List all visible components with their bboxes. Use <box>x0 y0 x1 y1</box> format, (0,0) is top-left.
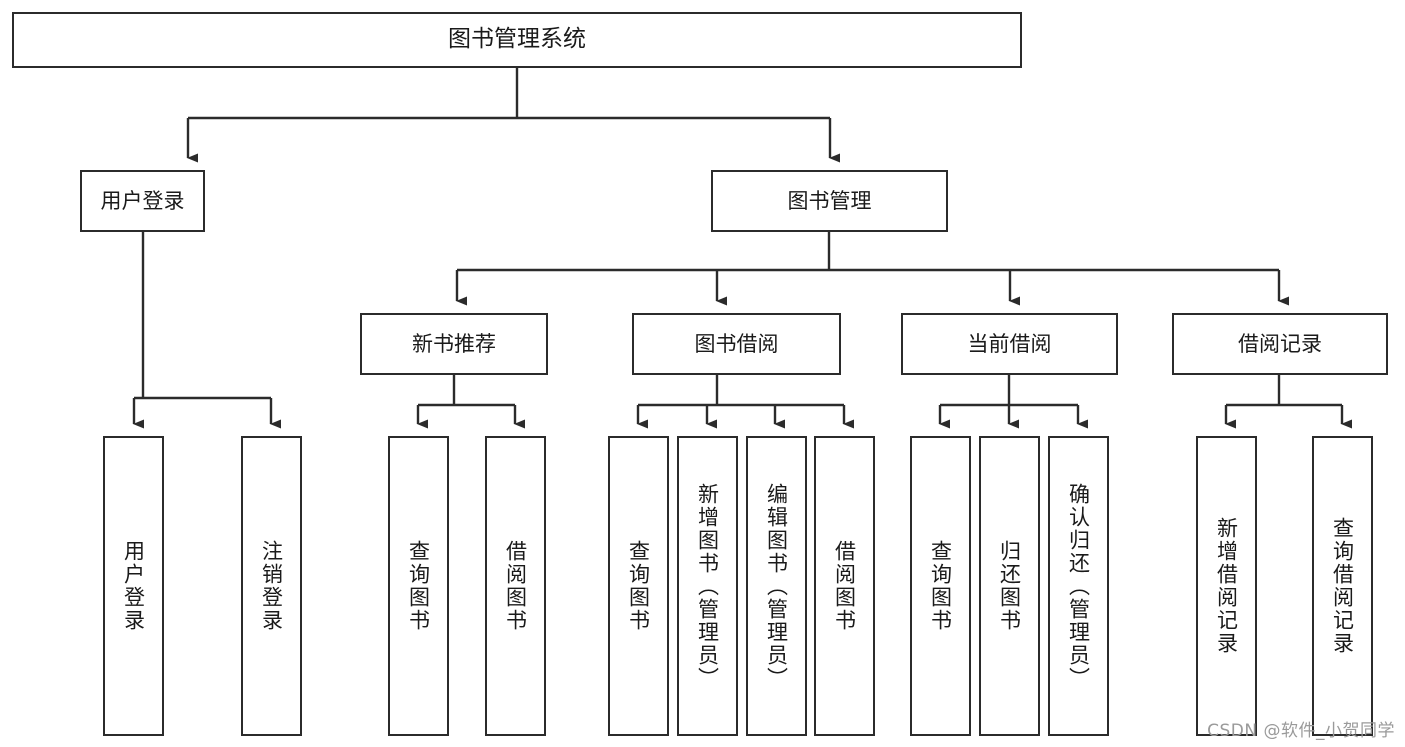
leaf-edit-book-admin[interactable]: 编辑图书（管理员） <box>746 436 807 736</box>
leaf-query-book-current-label: 查询图书 <box>928 540 953 632</box>
leaf-edit-book-admin-label: 编辑图书（管理员） <box>764 482 789 690</box>
leaf-add-book-admin-label: 新增图书（管理员） <box>695 482 720 690</box>
node-book-borrow-label: 图书借阅 <box>694 331 779 356</box>
leaf-add-book-admin[interactable]: 新增图书（管理员） <box>677 436 738 736</box>
node-new-book-recommend[interactable]: 新书推荐 <box>360 313 548 375</box>
node-current-borrow-label: 当前借阅 <box>967 331 1052 356</box>
leaf-user-login[interactable]: 用户登录 <box>103 436 164 736</box>
node-book-management-label: 图书管理 <box>787 188 872 213</box>
node-root-label: 图书管理系统 <box>448 26 586 53</box>
node-user-login-label: 用户登录 <box>100 188 185 213</box>
leaf-add-borrow-record-label: 新增借阅记录 <box>1214 517 1239 655</box>
node-root[interactable]: 图书管理系统 <box>12 12 1022 68</box>
leaf-user-login-label: 用户登录 <box>121 540 146 632</box>
node-book-borrow[interactable]: 图书借阅 <box>632 313 841 375</box>
node-borrow-record[interactable]: 借阅记录 <box>1172 313 1388 375</box>
leaf-query-book-borrow[interactable]: 查询图书 <box>608 436 669 736</box>
node-borrow-record-label: 借阅记录 <box>1238 331 1322 356</box>
leaf-query-book-borrow-label: 查询图书 <box>626 540 651 632</box>
leaf-return-book[interactable]: 归还图书 <box>979 436 1040 736</box>
leaf-confirm-return-admin[interactable]: 确认归还（管理员） <box>1048 436 1109 736</box>
leaf-query-borrow-record[interactable]: 查询借阅记录 <box>1312 436 1373 736</box>
leaf-borrow-book-recommend-label: 借阅图书 <box>503 540 528 632</box>
leaf-query-book-current[interactable]: 查询图书 <box>910 436 971 736</box>
leaf-query-book-recommend-label: 查询图书 <box>406 540 431 632</box>
leaf-borrow-book[interactable]: 借阅图书 <box>814 436 875 736</box>
node-book-management[interactable]: 图书管理 <box>711 170 948 232</box>
leaf-confirm-return-admin-label: 确认归还（管理员） <box>1066 482 1091 690</box>
leaf-logout-label: 注销登录 <box>259 540 284 632</box>
leaf-borrow-book-recommend[interactable]: 借阅图书 <box>485 436 546 736</box>
leaf-borrow-book-label: 借阅图书 <box>832 540 857 632</box>
leaf-query-book-recommend[interactable]: 查询图书 <box>388 436 449 736</box>
leaf-logout[interactable]: 注销登录 <box>241 436 302 736</box>
csdn-watermark: CSDN @软件_小贺同学 <box>1207 721 1395 741</box>
node-current-borrow[interactable]: 当前借阅 <box>901 313 1118 375</box>
node-new-book-recommend-label: 新书推荐 <box>412 331 496 356</box>
leaf-add-borrow-record[interactable]: 新增借阅记录 <box>1196 436 1257 736</box>
leaf-query-borrow-record-label: 查询借阅记录 <box>1330 517 1355 655</box>
node-user-login[interactable]: 用户登录 <box>80 170 205 232</box>
leaf-return-book-label: 归还图书 <box>997 540 1022 632</box>
